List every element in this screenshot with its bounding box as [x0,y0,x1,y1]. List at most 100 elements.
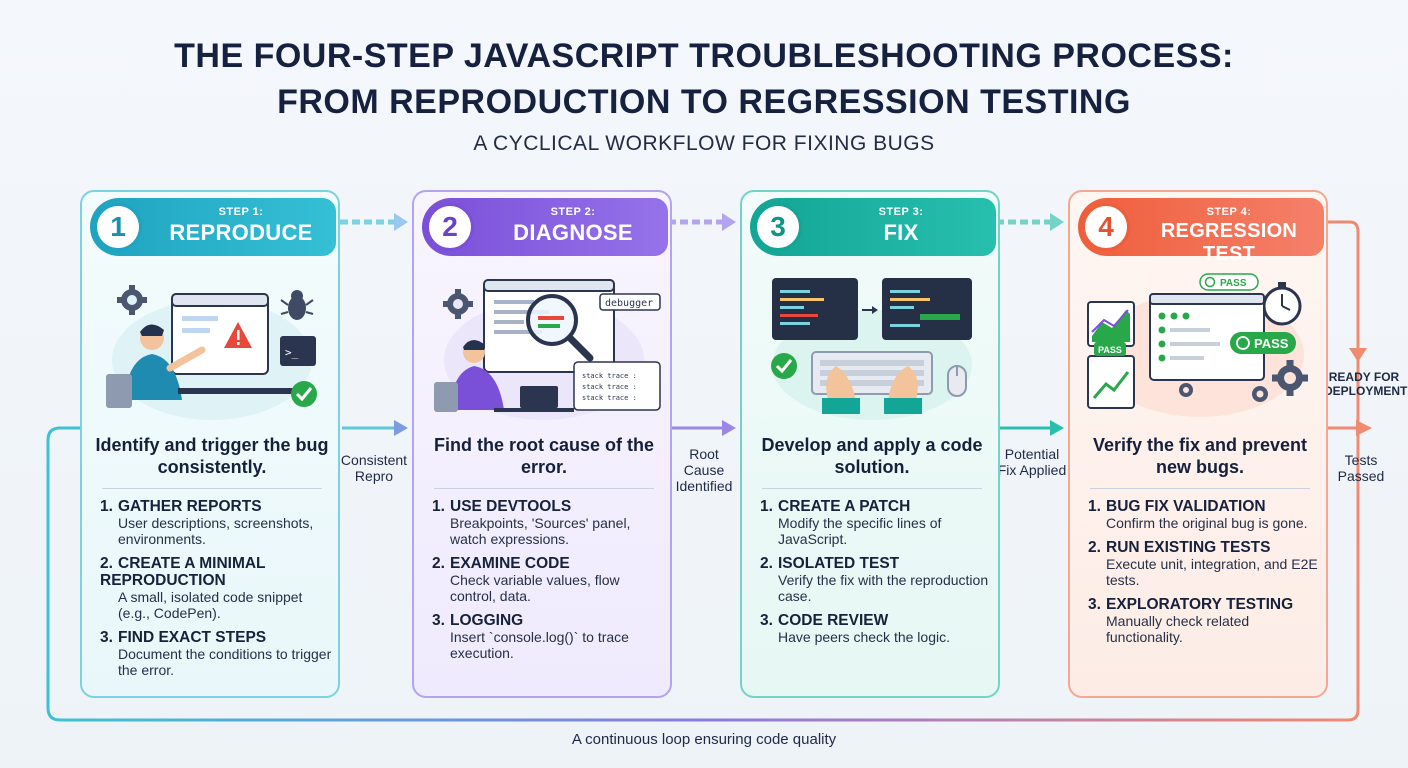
item-title: ISOLATED TEST [778,555,900,572]
item-title: CREATE A MINIMAL REPRODUCTION [100,555,266,589]
stack-line: stack trace : [582,372,637,380]
step-card-reproduce: 1 STEP 1: REPRODUCE >_ [80,190,340,698]
step-number: 3 [754,203,802,251]
magnifier-icon [526,294,594,362]
regression-illustration: PASS PASS PASS [1087,273,1308,417]
hands-typing [822,366,922,414]
item-desc: Document the conditions to trigger the e… [118,646,332,678]
gear-icon [1179,383,1193,397]
list-item: 3.LOGGING Insert `console.log()` to trac… [432,612,664,661]
gear-icon [1252,386,1268,402]
item-number: 3. [432,612,445,629]
item-title: FIND EXACT STEPS [118,629,267,646]
item-desc: Confirm the original bug is gone. [1106,515,1308,531]
item-number: 1. [432,498,445,515]
item-title: CODE REVIEW [778,612,889,629]
list-item: 1.USE DEVTOOLS Breakpoints, 'Sources' pa… [432,498,664,547]
check-circle-icon [291,381,317,407]
step-name: DIAGNOSE [513,220,633,245]
list-item: 1. GATHER REPORTS User descriptions, scre… [100,498,332,547]
item-desc: A small, isolated code snippet (e.g., Co… [118,589,303,621]
item-number: 3. [100,629,113,646]
terminal-icon: >_ [280,336,316,366]
item-desc: Check variable values, flow control, dat… [450,572,620,604]
mouse-icon [947,365,967,397]
warning-icon [224,322,252,348]
divider [762,488,982,489]
connector-1-2-top [340,213,408,231]
person-at-desk [106,324,298,408]
item-title: BUG FIX VALIDATION [1106,498,1266,515]
item-title: EXAMINE CODE [450,555,570,572]
connector-label-1-2: Consistent Repro [340,452,408,484]
connector-2-3-mid [670,420,736,436]
item-number: 2. [1088,539,1101,556]
step-card-regression-test: 4 STEP 4: REGRESSION TEST PASS [1068,190,1328,698]
item-title: RUN EXISTING TESTS [1106,539,1271,556]
step-items: 1.USE DEVTOOLS Breakpoints, 'Sources' pa… [432,498,664,669]
gear-icon [1272,360,1308,396]
list-item: 3.CODE REVIEW Have peers check the logic… [760,612,992,645]
svg-text:>_: >_ [285,346,299,359]
item-title: CREATE A PATCH [778,498,911,515]
step-name: REPRODUCE [169,220,313,245]
item-number: 1. [100,498,113,515]
step-number: 2 [426,203,474,251]
step-headline: Verify the fix and prevent new bugs. [1092,435,1308,477]
connector-label-2-3: Root Cause Identified [675,446,733,494]
step-name: REGRESSION TEST [1160,220,1298,265]
list-item: 3. FIND EXACT STEPS Document the conditio… [100,629,332,678]
step-items: 1. GATHER REPORTS User descriptions, scre… [100,498,332,686]
check-circle-icon [771,353,797,379]
step-headline: Develop and apply a code solution. [761,435,983,477]
step-name: FIX [883,220,919,245]
step-label: STEP 3: [878,206,924,218]
list-item: 1.CREATE A PATCH Modify the specific lin… [760,498,992,547]
stack-line: stack trace : [582,383,637,391]
step-number: 4 [1082,203,1130,251]
reproduce-illustration: >_ [106,285,317,420]
connector-3-4-mid [998,420,1064,436]
tests-passed-label: Tests Passed [1337,452,1385,484]
step-label: STEP 2: [550,206,596,218]
pass-label: PASS [1098,345,1122,355]
divider [102,488,322,489]
list-item: 2.CREATE A MINIMAL REPRODUCTION A small,… [100,555,332,621]
divider [434,488,654,489]
trend-window-icon: PASS [1087,342,1135,409]
list-item: 3.EXPLORATORY TESTING Manually check rel… [1088,596,1320,645]
step-card-fix: 3 STEP 3: FIX [740,190,1000,698]
list-item: 2. EXAMINE CODE Check variable values, fl… [432,555,664,604]
step-header: 2 STEP 2: DIAGNOSE [422,198,668,256]
arrow-right-icon [862,306,878,314]
tests-passed-arrow-head [1356,420,1372,436]
ready-arrow-head [1349,348,1367,362]
item-desc: User descriptions, screenshots, environm… [118,515,314,547]
step-number: 1 [94,203,142,251]
bug-icon [280,290,314,320]
loop-caption: A continuous loop ensuring code quality [571,731,837,748]
person-with-laptop [434,339,574,412]
pass-badge-large: PASS [1230,332,1296,354]
item-title: LOGGING [450,612,524,629]
connector-label-3-4: Potential Fix Applied [997,446,1067,478]
pass-label: PASS [1254,336,1289,351]
connector-1-2-mid [342,420,408,436]
connector-2-3-top [668,213,736,231]
step-items: 1.CREATE A PATCH Modify the specific lin… [760,498,992,653]
item-number: 1. [760,498,773,515]
step-label: STEP 4: [1206,206,1252,218]
item-desc: Execute unit, integration, and E2E tests… [1106,556,1318,588]
item-number: 2. [432,555,445,572]
step-header: 3 STEP 3: FIX [750,198,996,256]
list-item: 1.BUG FIX VALIDATION Confirm the origina… [1088,498,1320,531]
item-desc: Breakpoints, 'Sources' panel, watch expr… [450,515,631,547]
ready-for-deployment-label: READY FOR DEPLOYMENT [1324,370,1408,398]
step-headline: Identify and trigger the bug consistentl… [95,435,329,477]
item-number: 2. [100,555,113,572]
chart-window-icon [1087,301,1135,347]
connector-3-4-top [996,213,1064,231]
test-list-window [1149,293,1265,381]
item-desc: Manually check related functionality. [1106,613,1250,645]
item-title: GATHER REPORTS [118,498,262,515]
